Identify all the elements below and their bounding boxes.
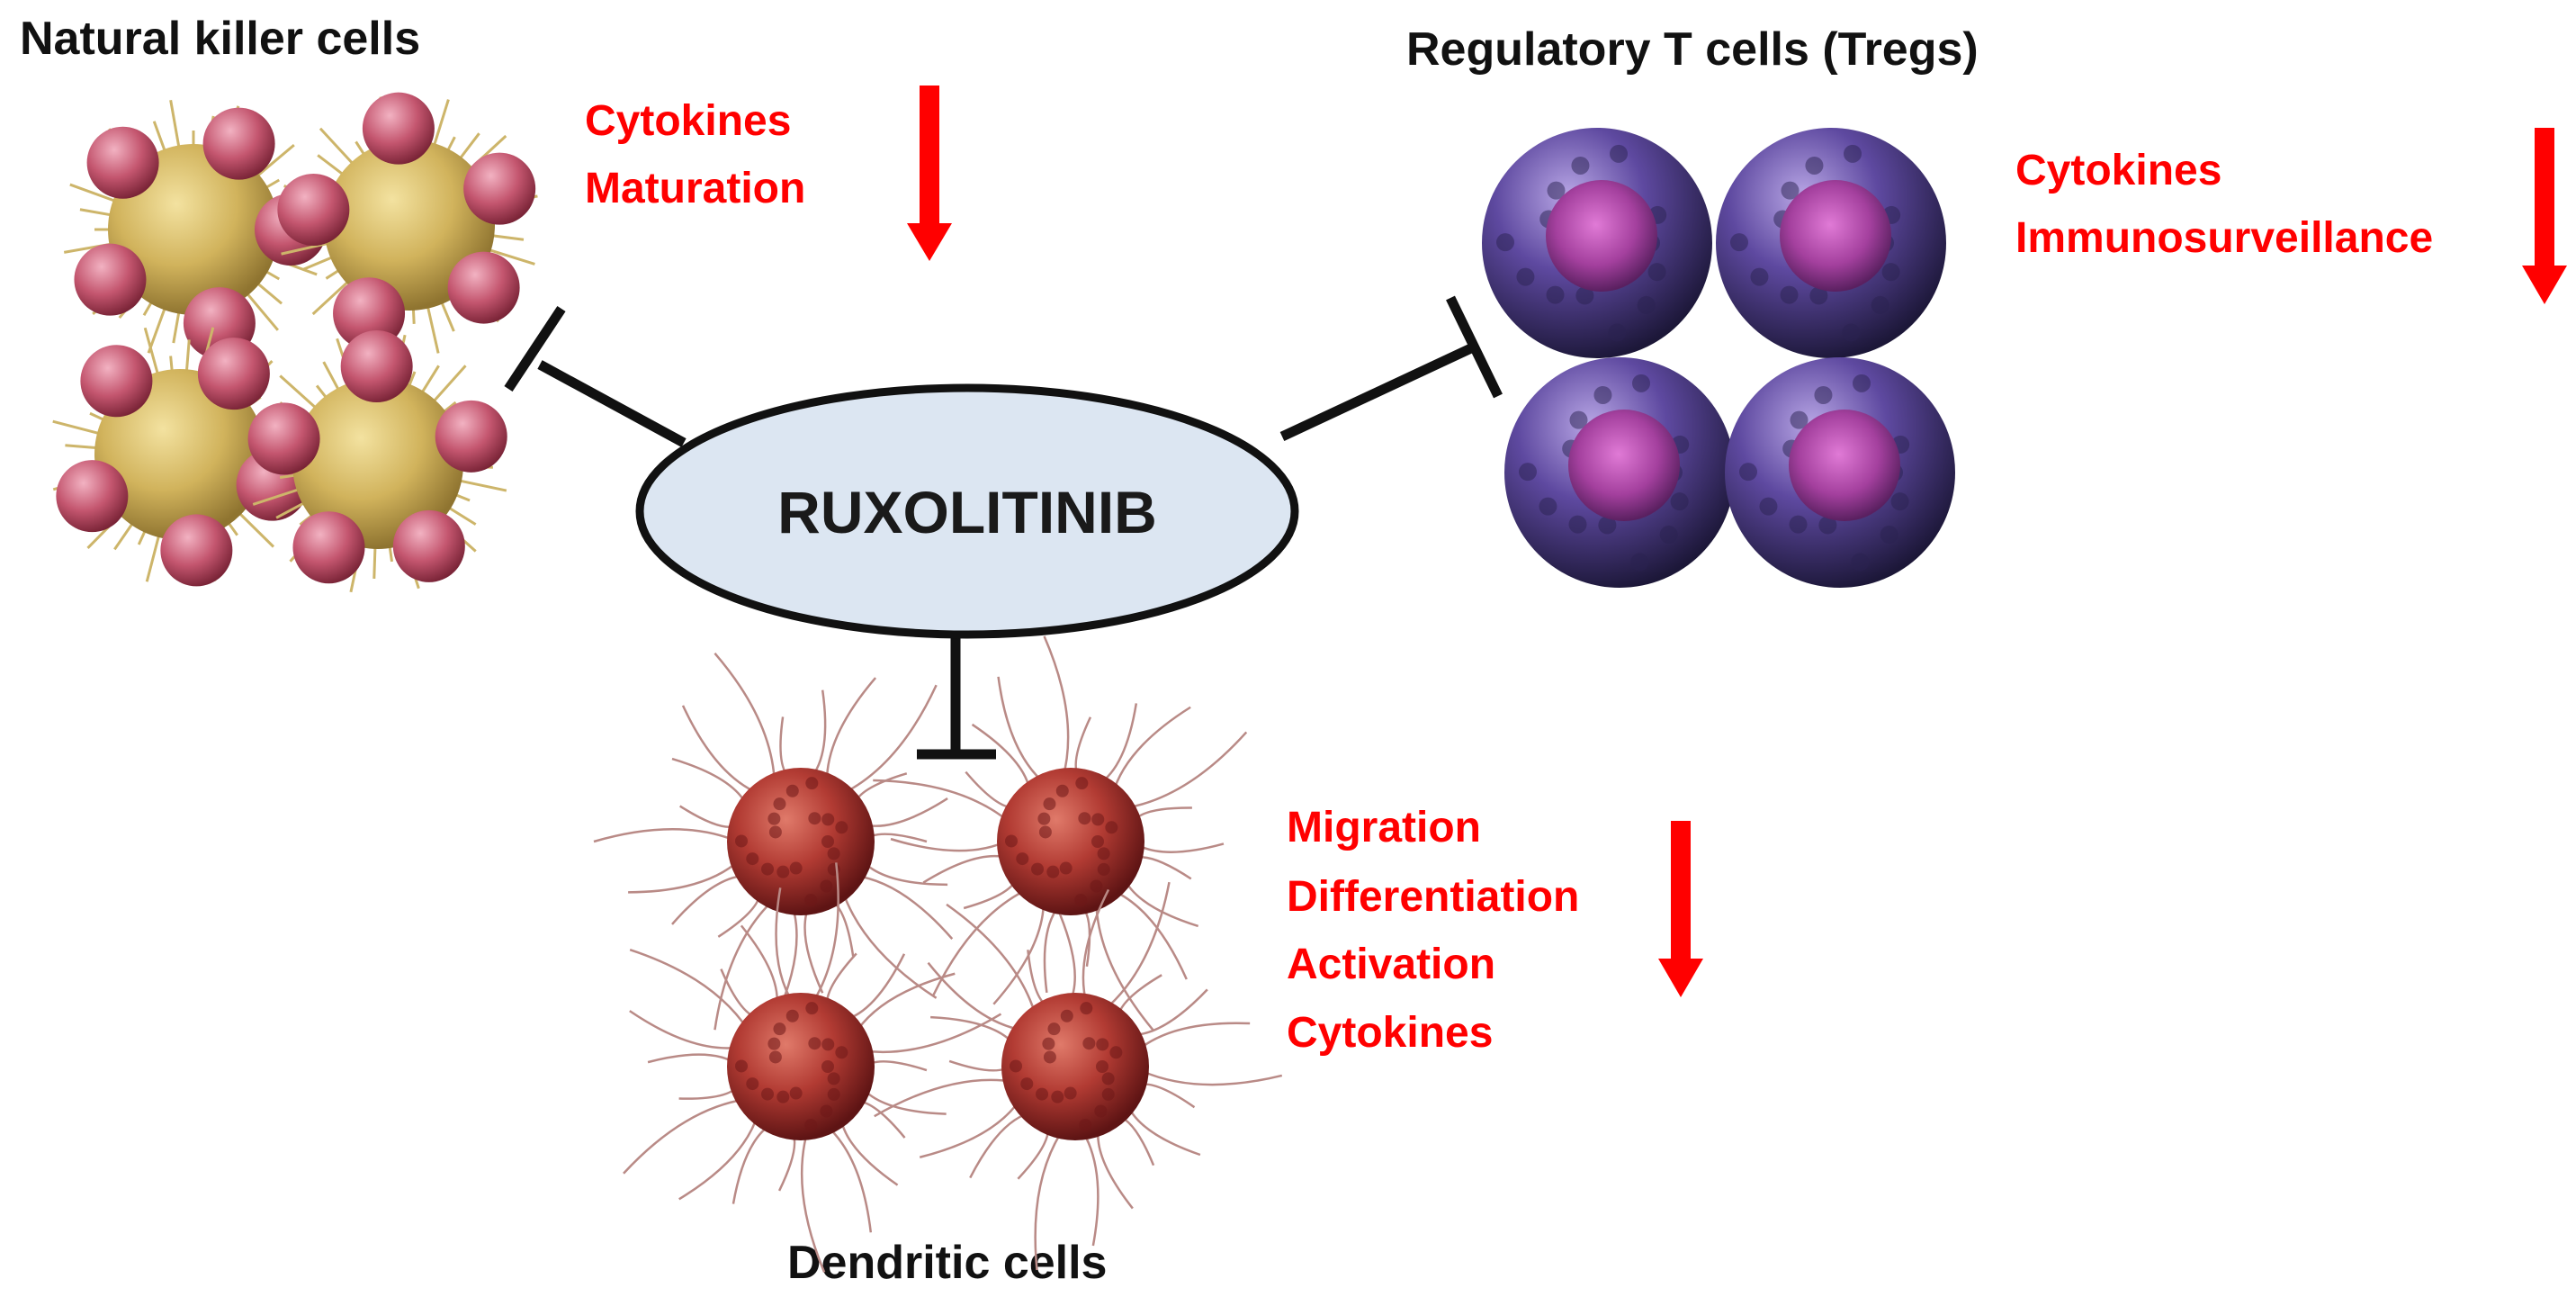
nk-effect-item: Cytokines bbox=[585, 97, 791, 145]
dc-cell bbox=[873, 635, 1248, 1032]
tregs-effect-item: Cytokines bbox=[2015, 147, 2221, 194]
t-bar-inhibition-icon bbox=[1279, 295, 1503, 441]
dc-effect-item: Cytokines bbox=[1287, 1009, 1493, 1057]
nk-cell bbox=[277, 92, 538, 354]
dc-cell-illustration bbox=[593, 635, 1283, 1273]
t-bar-inhibition-icon bbox=[504, 305, 687, 447]
tregs-effect-item: Immunosurveillance bbox=[2015, 214, 2433, 262]
nk-cell-illustration bbox=[52, 92, 538, 593]
t-bar-inhibition-icon bbox=[917, 635, 996, 760]
tregs-title: Regulatory T cells (Tregs) bbox=[1406, 23, 1979, 76]
nk-title: Natural killer cells bbox=[20, 13, 420, 65]
treg-cell bbox=[1482, 128, 1712, 358]
dc-effect-item: Migration bbox=[1287, 804, 1481, 851]
down-arrow-icon bbox=[907, 86, 952, 261]
nk-effect-item: Maturation bbox=[585, 165, 805, 212]
nk-cell bbox=[52, 327, 309, 587]
drug-node bbox=[635, 383, 1299, 639]
treg-cell bbox=[1504, 357, 1735, 588]
tregs-effects: Cytokines Immunosurveillance bbox=[2015, 147, 2433, 262]
dc-title: Dendritic cells bbox=[787, 1237, 1107, 1289]
treg-cell bbox=[1716, 128, 1946, 358]
down-arrow-icon bbox=[2522, 128, 2567, 304]
down-arrow-icon bbox=[1658, 821, 1703, 997]
dc-effect-item: Differentiation bbox=[1287, 873, 1579, 921]
treg-cell-illustration bbox=[1482, 128, 1955, 588]
dc-cell bbox=[874, 881, 1283, 1271]
nk-effects: Cytokines Maturation bbox=[585, 97, 805, 212]
dc-effect-item: Activation bbox=[1287, 941, 1495, 988]
dc-cell bbox=[623, 862, 1002, 1273]
dc-effects: Migration Differentiation Activation Cyt… bbox=[1287, 804, 1579, 1057]
nk-cell bbox=[247, 330, 507, 593]
treg-cell bbox=[1725, 357, 1955, 588]
drug-label: RUXOLITINIB bbox=[777, 479, 1157, 545]
